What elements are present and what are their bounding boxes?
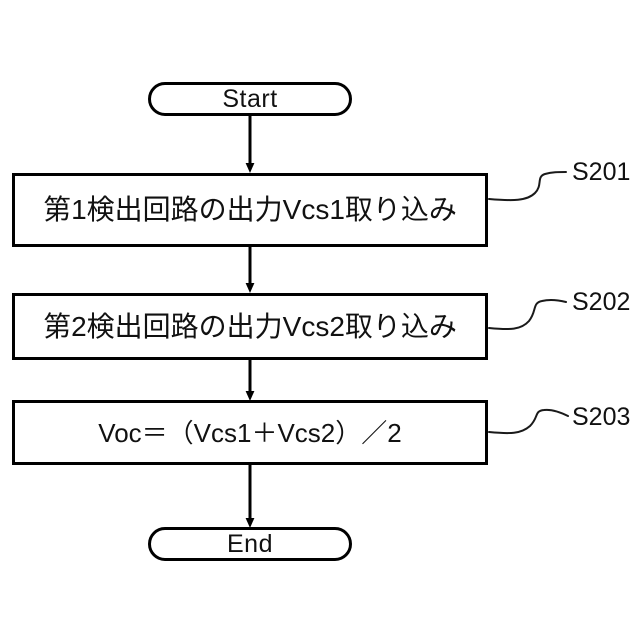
leader-line-s202: [488, 298, 567, 331]
node-process-s202[interactable]: 第2検出回路の出力Vcs2取り込み: [12, 293, 488, 360]
node-end-label: End: [227, 529, 273, 558]
step-label-s203: S203: [572, 403, 631, 431]
step-label-s201: S201: [572, 158, 631, 186]
node-process-s203-label: Voc＝（Vcs1＋Vcs2）／2: [98, 417, 402, 448]
step-label-s202: S202: [572, 288, 631, 316]
node-start-label: Start: [222, 84, 278, 113]
node-end[interactable]: End: [148, 527, 352, 561]
node-start[interactable]: Start: [148, 82, 352, 116]
node-process-s201-label: 第1検出回路の出力Vcs1取り込み: [43, 194, 457, 225]
node-process-s203[interactable]: Voc＝（Vcs1＋Vcs2）／2: [12, 400, 488, 465]
node-process-s201[interactable]: 第1検出回路の出力Vcs1取り込み: [12, 173, 488, 247]
leader-line-s201: [488, 171, 567, 202]
leader-line-s203: [488, 408, 569, 435]
node-process-s202-label: 第2検出回路の出力Vcs2取り込み: [43, 310, 457, 342]
